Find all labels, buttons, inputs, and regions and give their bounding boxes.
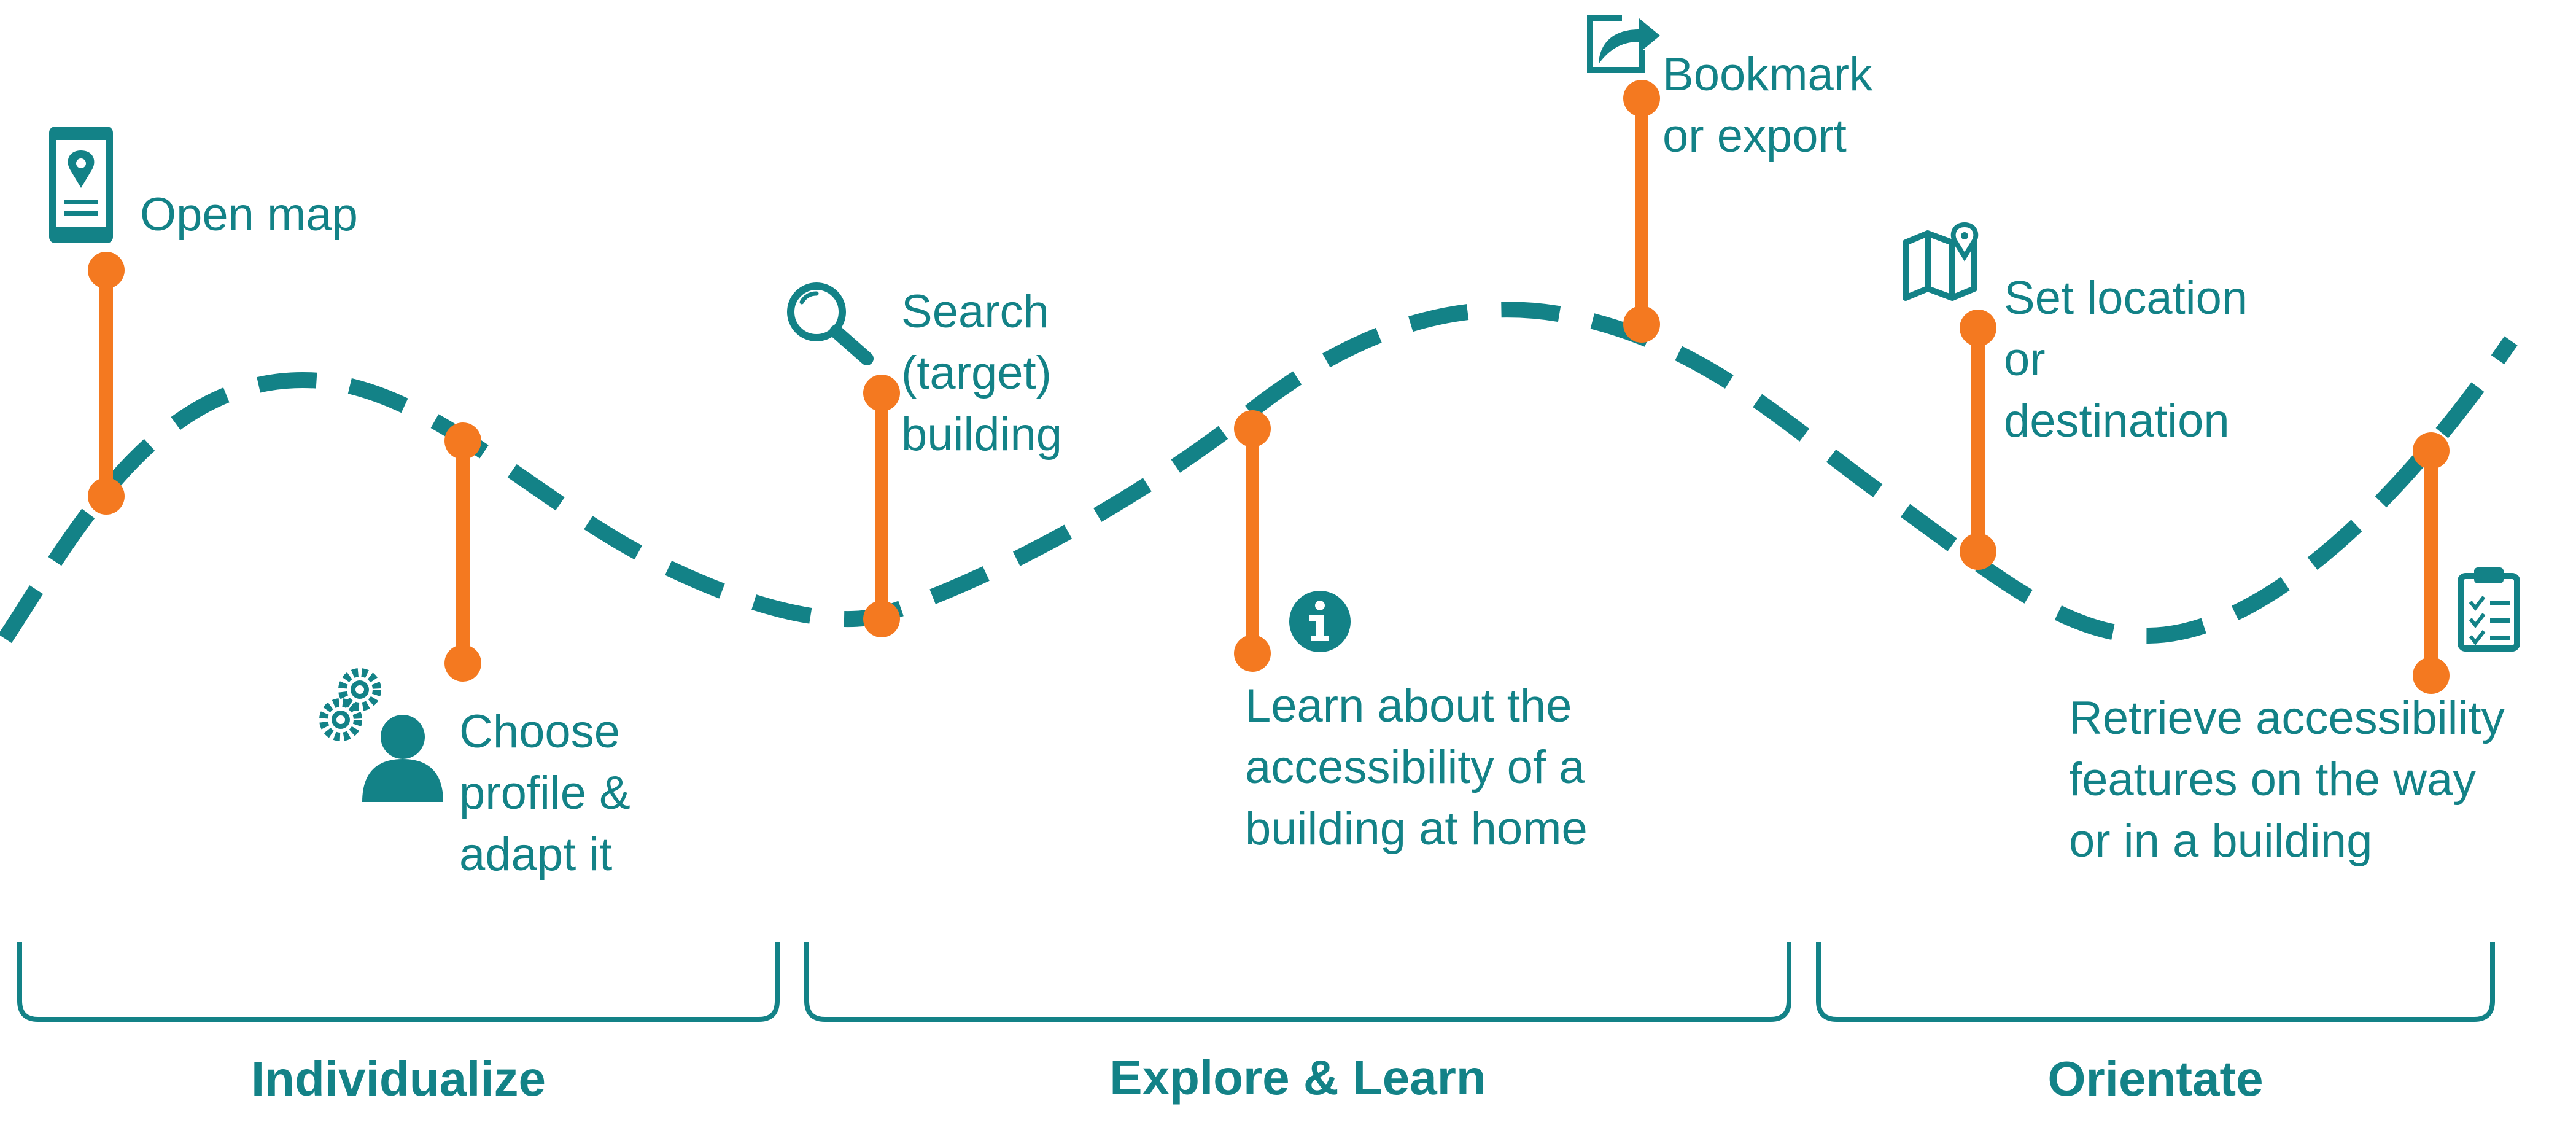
step-label-line: or <box>2004 333 2046 386</box>
step-label-line: building at home <box>1245 803 1588 855</box>
step-label-line: accessibility of a <box>1245 741 1585 793</box>
step-label-line: destination <box>2004 395 2230 447</box>
step-marker-set-location <box>1960 310 1996 570</box>
step-marker-search-building <box>863 375 900 637</box>
step-label-line: Learn about the <box>1245 680 1572 732</box>
smartphone-map-pin-icon <box>49 127 113 243</box>
step-marker-choose-profile <box>444 422 481 682</box>
journey-wave <box>0 302 2518 644</box>
step-label-line: Set location <box>2004 272 2248 324</box>
share-export-icon <box>1587 15 1660 73</box>
step-label-retrieve-features: Retrieve accessibility features on the w… <box>2069 688 2505 872</box>
step-label-search-building: Search (target) building <box>901 281 1062 465</box>
step-label-line: or in a building <box>2069 815 2373 867</box>
step-label-line: (target) <box>901 347 1052 399</box>
step-label-line: Search <box>901 286 1049 338</box>
clipboard-checklist-icon <box>2458 567 2520 652</box>
step-label-line: Retrieve accessibility <box>2069 692 2505 744</box>
step-marker-bookmark-export <box>1623 80 1660 343</box>
step-label-line: profile & <box>459 767 630 819</box>
step-label-learn-accessibility: Learn about the accessibility of a build… <box>1245 676 1588 860</box>
phase-label-individualize: Individualize <box>250 1051 546 1106</box>
info-icon <box>1289 591 1351 652</box>
bracket-orientate <box>1816 942 2495 1022</box>
step-label-bookmark-export: Bookmark or export <box>1662 44 1872 167</box>
bracket-explore-learn <box>804 942 1791 1022</box>
step-label-line: features on the way <box>2069 753 2477 806</box>
step-label-line: Bookmark <box>1662 49 1873 101</box>
step-label-line: building <box>901 408 1062 461</box>
phase-label-explore-learn: Explore & Learn <box>1109 1050 1486 1105</box>
step-label-choose-profile: Choose profile & adapt it <box>459 701 630 886</box>
step-marker-learn-accessibility <box>1234 410 1271 672</box>
step-marker-open-map <box>88 252 125 515</box>
step-label-open-map: Open map <box>140 184 358 246</box>
step-label-line: adapt it <box>459 828 613 881</box>
folded-map-pin-icon <box>1903 222 1979 301</box>
step-label-set-location: Set location or destination <box>2004 268 2248 452</box>
step-label-line: Choose <box>459 706 620 758</box>
user-settings-icon <box>319 668 443 802</box>
step-label-line: or export <box>1662 110 1847 162</box>
step-marker-retrieve-features <box>2413 432 2450 694</box>
step-label-line: Open map <box>140 189 358 241</box>
phase-label-orientate: Orientate <box>2047 1051 2264 1106</box>
magnifier-icon <box>787 282 874 365</box>
bracket-individualize <box>17 942 780 1022</box>
